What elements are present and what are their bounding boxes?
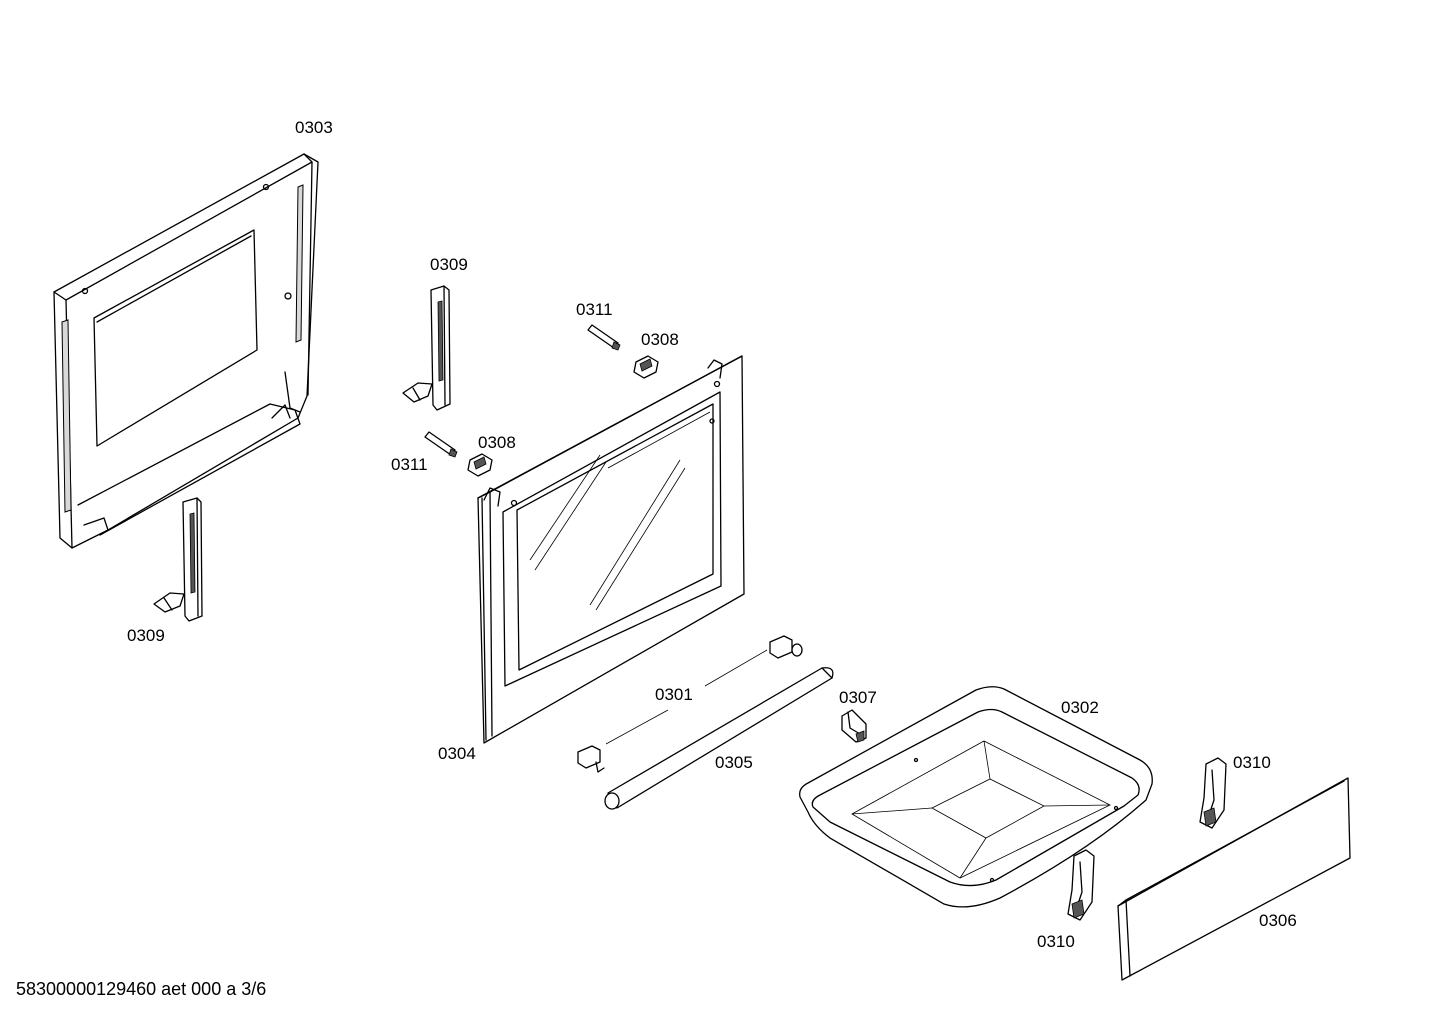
label-0310-top: 0310 [1233, 753, 1271, 772]
part-0307-bracket [841, 709, 867, 743]
label-0302: 0302 [1061, 698, 1099, 717]
part-0311-pin-top [587, 324, 621, 351]
label-0310-bottom: 0310 [1037, 932, 1075, 951]
part-0310-slide-top [1199, 757, 1227, 829]
part-0301-handle-caps [577, 635, 803, 773]
label-0301: 0301 [655, 685, 693, 704]
part-0302-tray [799, 686, 1153, 908]
part-0308-clip-bottom [467, 453, 493, 477]
part-0310-slide-bottom [1067, 849, 1095, 921]
part-0304-outer-door [477, 355, 745, 744]
part-0306-front-trim [1117, 777, 1351, 981]
label-0309-bottom: 0309 [127, 626, 165, 645]
label-0309-top: 0309 [430, 255, 468, 274]
label-0308-bottom: 0308 [478, 433, 516, 452]
part-0309-hinge-top [402, 285, 451, 411]
label-0306: 0306 [1259, 911, 1297, 930]
label-0303: 0303 [295, 118, 333, 137]
part-0303-inner-panel [53, 153, 319, 549]
part-0308-clip-top [633, 355, 659, 379]
label-0304: 0304 [438, 744, 476, 763]
document-reference-footer: 58300000129460 aet 000 a 3/6 [16, 979, 267, 999]
label-0305: 0305 [715, 753, 753, 772]
label-0311-top: 0311 [576, 300, 613, 319]
part-0305-handle-bar [604, 667, 834, 810]
label-0311-bottom: 0311 [391, 455, 428, 474]
label-0308-top: 0308 [641, 330, 679, 349]
part-0311-pin-bottom [424, 431, 458, 458]
label-0307: 0307 [839, 688, 877, 707]
part-0309-hinge-bottom [153, 497, 203, 622]
